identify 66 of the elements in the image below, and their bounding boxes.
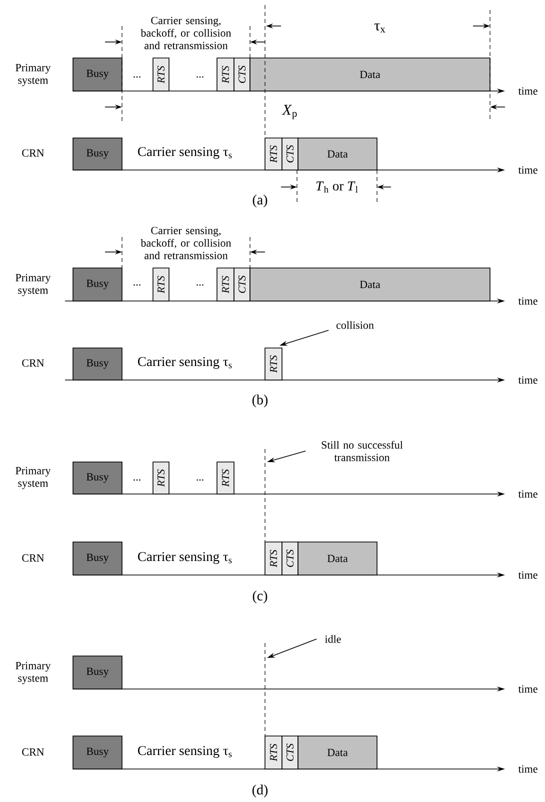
- data-block: Data: [298, 542, 378, 576]
- text-label: Carrier sensing τ$_{s}$: [138, 552, 232, 564]
- rts-block: RTS: [152, 58, 170, 92]
- cts-block: CTS: [234, 58, 250, 92]
- data-block: Data: [298, 736, 378, 770]
- busy-block: Busy: [72, 462, 122, 494]
- text-label: Carrier sensing, backoff, or collision and retransmission: [140, 226, 232, 260]
- busy-block: Busy: [72, 138, 122, 170]
- text-label: ...: [134, 76, 140, 78]
- busy-block: Busy: [72, 542, 122, 576]
- busy-block: Busy: [72, 656, 122, 690]
- text-label: Primary system: [16, 662, 51, 684]
- cts-block: CTS: [282, 736, 298, 770]
- rts-block: RTS: [216, 58, 234, 92]
- rts-block: RTS: [216, 462, 234, 494]
- rts-block: RTS: [152, 462, 170, 494]
- cts-block: CTS: [282, 138, 298, 170]
- text-label: T$_{h}$ or T$_{l}$: [316, 182, 358, 192]
- text-label: ...: [196, 284, 204, 286]
- text-label: CRN: [22, 748, 44, 756]
- text-label: time: [518, 376, 538, 384]
- text-label: Carrier sensing, backoff, or collision and retransmission: [140, 16, 232, 50]
- data-block: Data: [250, 58, 490, 92]
- text-label: CRN: [22, 554, 44, 562]
- text-label: time: [518, 685, 538, 693]
- busy-block: Busy: [72, 268, 122, 302]
- panel-label: (c): [252, 590, 268, 604]
- rts-block: RTS: [152, 268, 170, 302]
- text-label: time: [518, 166, 538, 174]
- rts-block: RTS: [216, 268, 234, 302]
- symbol-label: X$_{p}$: [282, 104, 297, 120]
- panel-label: (d): [252, 784, 268, 798]
- panel-label: (a): [252, 194, 268, 208]
- text-label: CRN: [22, 149, 44, 157]
- text-label: time: [518, 571, 538, 579]
- text-label: time: [518, 87, 538, 95]
- cts-block: CTS: [234, 268, 250, 302]
- text-label: Carrier sensing τ$_{s}$: [138, 746, 232, 758]
- text-label: Primary system: [16, 466, 51, 490]
- busy-block: Busy: [72, 348, 122, 380]
- text-label: ...: [134, 479, 140, 481]
- callout-text: idle: [324, 635, 341, 643]
- text-label: Carrier sensing τ$_{s}$: [138, 357, 232, 369]
- callout-text: collision: [336, 321, 374, 329]
- text-label: ...: [196, 76, 204, 78]
- rts-block: RTS: [264, 348, 282, 380]
- text-label: ...: [196, 479, 204, 481]
- text-label: time: [518, 490, 538, 498]
- text-label: CRN: [22, 359, 44, 367]
- text-label: Carrier sensing τ$_{s}$: [138, 147, 232, 159]
- busy-block: Busy: [72, 58, 122, 92]
- data-block: Data: [298, 138, 378, 170]
- callout-text: Still no successful transmission: [322, 440, 403, 462]
- text-label: time: [518, 297, 538, 305]
- text-label: Primary system: [16, 274, 51, 296]
- text-label: ...: [134, 284, 140, 286]
- cts-block: CTS: [282, 542, 298, 576]
- text-label: Primary system: [16, 64, 51, 86]
- symbol-label: τ$_{x}$: [374, 23, 386, 33]
- text-label: time: [518, 765, 538, 773]
- rts-block: RTS: [264, 138, 282, 170]
- rts-block: RTS: [264, 542, 282, 576]
- rts-block: RTS: [264, 736, 282, 770]
- data-block: Data: [250, 268, 490, 302]
- panel-label: (b): [252, 394, 268, 408]
- busy-block: Busy: [72, 736, 122, 770]
